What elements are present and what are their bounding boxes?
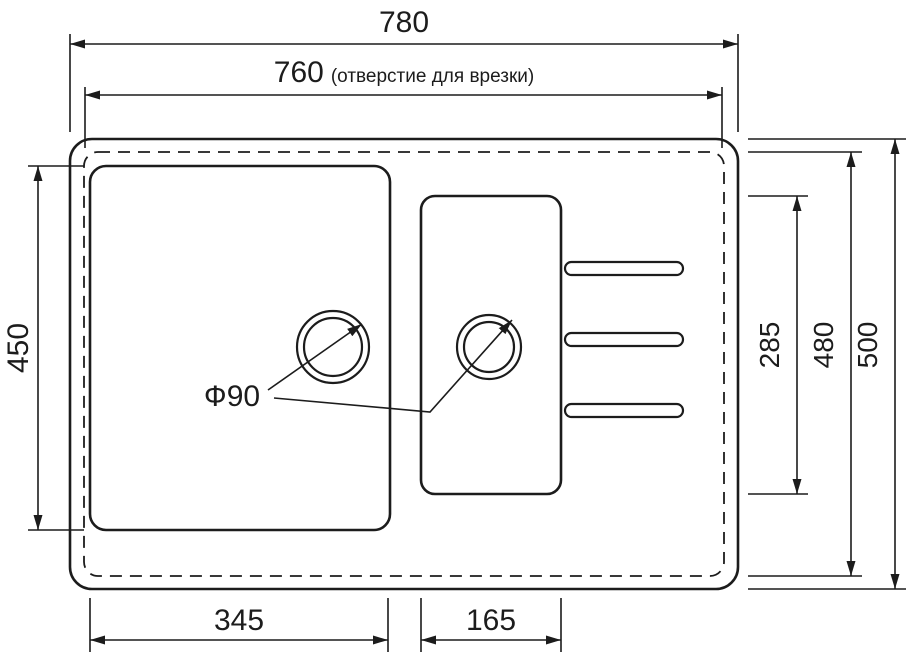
sink-outline: [68, 137, 740, 591]
dim-780-ext-lines: [69, 34, 739, 132]
drainboard-slot-top: [563, 260, 685, 277]
left-bowl: [88, 164, 392, 532]
dim-285-label: 285: [754, 322, 785, 369]
dim-500-ext-lines: [748, 138, 906, 590]
dimension-lines-group: [28, 34, 906, 652]
dim-780-label: 780: [379, 6, 429, 39]
drainboard-slot-bottom: [563, 402, 685, 419]
middle-drain-inner-circle: [462, 320, 516, 374]
dim-450-ext-lines: [28, 165, 84, 531]
dim-165-label: 165: [466, 604, 516, 637]
left-drain-inner-circle: [302, 316, 364, 378]
middle-drain-outer-circle: [455, 313, 523, 381]
sink-body-group: [68, 137, 740, 591]
drain-diameter-label: Ф90: [204, 380, 260, 413]
dimension-labels-group: 780 760 (отверстие для врезки) 450 285 48…: [2, 6, 883, 637]
dim-760-value: 760: [274, 56, 324, 89]
drain-diameter-leader-left: [267, 323, 363, 391]
cutout-dashed-outline: [83, 151, 725, 577]
dim-760-note: (отверстие для врезки): [331, 66, 534, 87]
dim-760-label: 760 (отверстие для врезки): [274, 56, 534, 89]
drain-diameter-leader-middle: [273, 319, 513, 413]
middle-bowl: [419, 194, 563, 496]
dim-480-ext-lines: [748, 151, 862, 577]
dim-480-label: 480: [808, 322, 839, 369]
left-drain-outer-circle: [295, 309, 371, 385]
drainboard-slot-middle: [563, 331, 685, 348]
dim-345-label: 345: [214, 604, 264, 637]
dim-450-label: 450: [2, 323, 35, 373]
dim-500-label: 500: [852, 322, 883, 369]
